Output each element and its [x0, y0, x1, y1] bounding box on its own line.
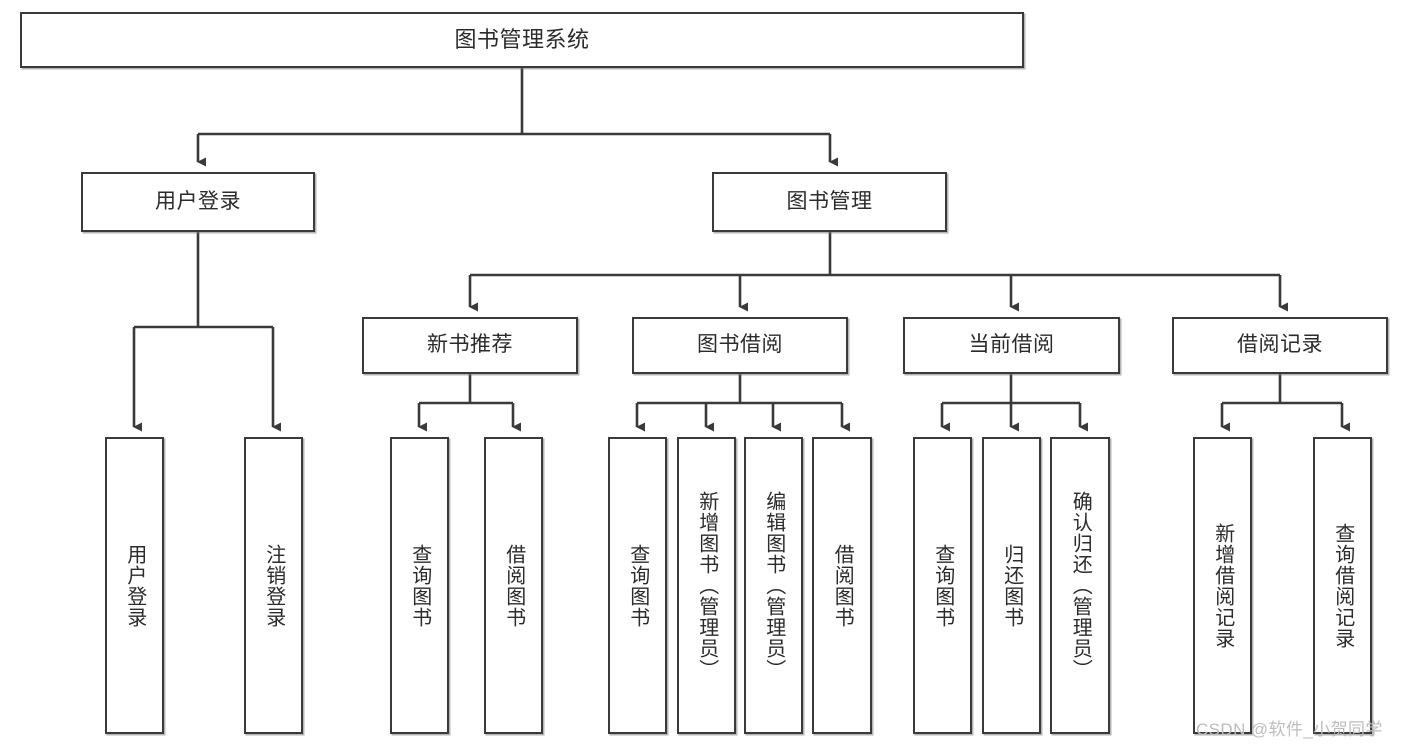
node-new-book-recommend[interactable]: 新书推荐 [362, 317, 578, 374]
node-book-manage[interactable]: 图书管理 [712, 172, 947, 232]
node-label: 编辑图书（管理员） [762, 491, 785, 680]
node-leaf-query-book-3[interactable]: 查询图书 [913, 437, 972, 734]
node-label: 图书借阅 [697, 333, 783, 357]
node-leaf-user-logout[interactable]: 注销登录 [244, 437, 303, 734]
node-leaf-add-book[interactable]: 新增图书（管理员） [677, 437, 736, 734]
node-label: 图书管理 [786, 189, 873, 213]
node-book-borrow[interactable]: 图书借阅 [632, 317, 848, 374]
node-label: 归还图书 [1000, 543, 1023, 628]
node-label: 当前借阅 [968, 333, 1055, 357]
node-label: 查询图书 [626, 543, 649, 628]
node-user-login[interactable]: 用户登录 [81, 172, 315, 232]
node-leaf-confirm-return[interactable]: 确认归还（管理员） [1050, 437, 1110, 734]
node-borrow-record[interactable]: 借阅记录 [1172, 317, 1388, 374]
node-label: 图书管理系统 [454, 27, 590, 53]
node-label: 新书推荐 [427, 333, 513, 357]
node-label: 用户登录 [123, 543, 146, 628]
node-label: 确认归还（管理员） [1069, 491, 1092, 680]
node-leaf-edit-book[interactable]: 编辑图书（管理员） [744, 437, 803, 734]
node-leaf-borrow-book-1[interactable]: 借阅图书 [484, 437, 543, 734]
node-leaf-return-book[interactable]: 归还图书 [982, 437, 1041, 734]
node-label: 借阅图书 [831, 543, 854, 628]
node-label: 新增图书（管理员） [695, 491, 718, 680]
node-label: 查询图书 [931, 543, 954, 628]
node-root-system[interactable]: 图书管理系统 [20, 12, 1024, 68]
node-leaf-query-book-1[interactable]: 查询图书 [390, 437, 449, 734]
node-label: 注销登录 [262, 543, 285, 628]
node-label: 用户登录 [155, 189, 241, 213]
node-leaf-query-record[interactable]: 查询借阅记录 [1313, 437, 1372, 734]
node-label: 新增借阅记录 [1211, 522, 1234, 649]
node-current-borrow[interactable]: 当前借阅 [903, 317, 1120, 374]
node-leaf-borrow-book-2[interactable]: 借阅图书 [812, 437, 872, 734]
node-leaf-add-record[interactable]: 新增借阅记录 [1193, 437, 1252, 734]
node-label: 借阅图书 [502, 543, 525, 628]
node-leaf-user-login[interactable]: 用户登录 [105, 437, 164, 734]
node-label: 借阅记录 [1237, 333, 1323, 357]
node-label: 查询借阅记录 [1331, 522, 1354, 649]
node-leaf-query-book-2[interactable]: 查询图书 [608, 437, 667, 734]
node-label: 查询图书 [408, 543, 431, 628]
